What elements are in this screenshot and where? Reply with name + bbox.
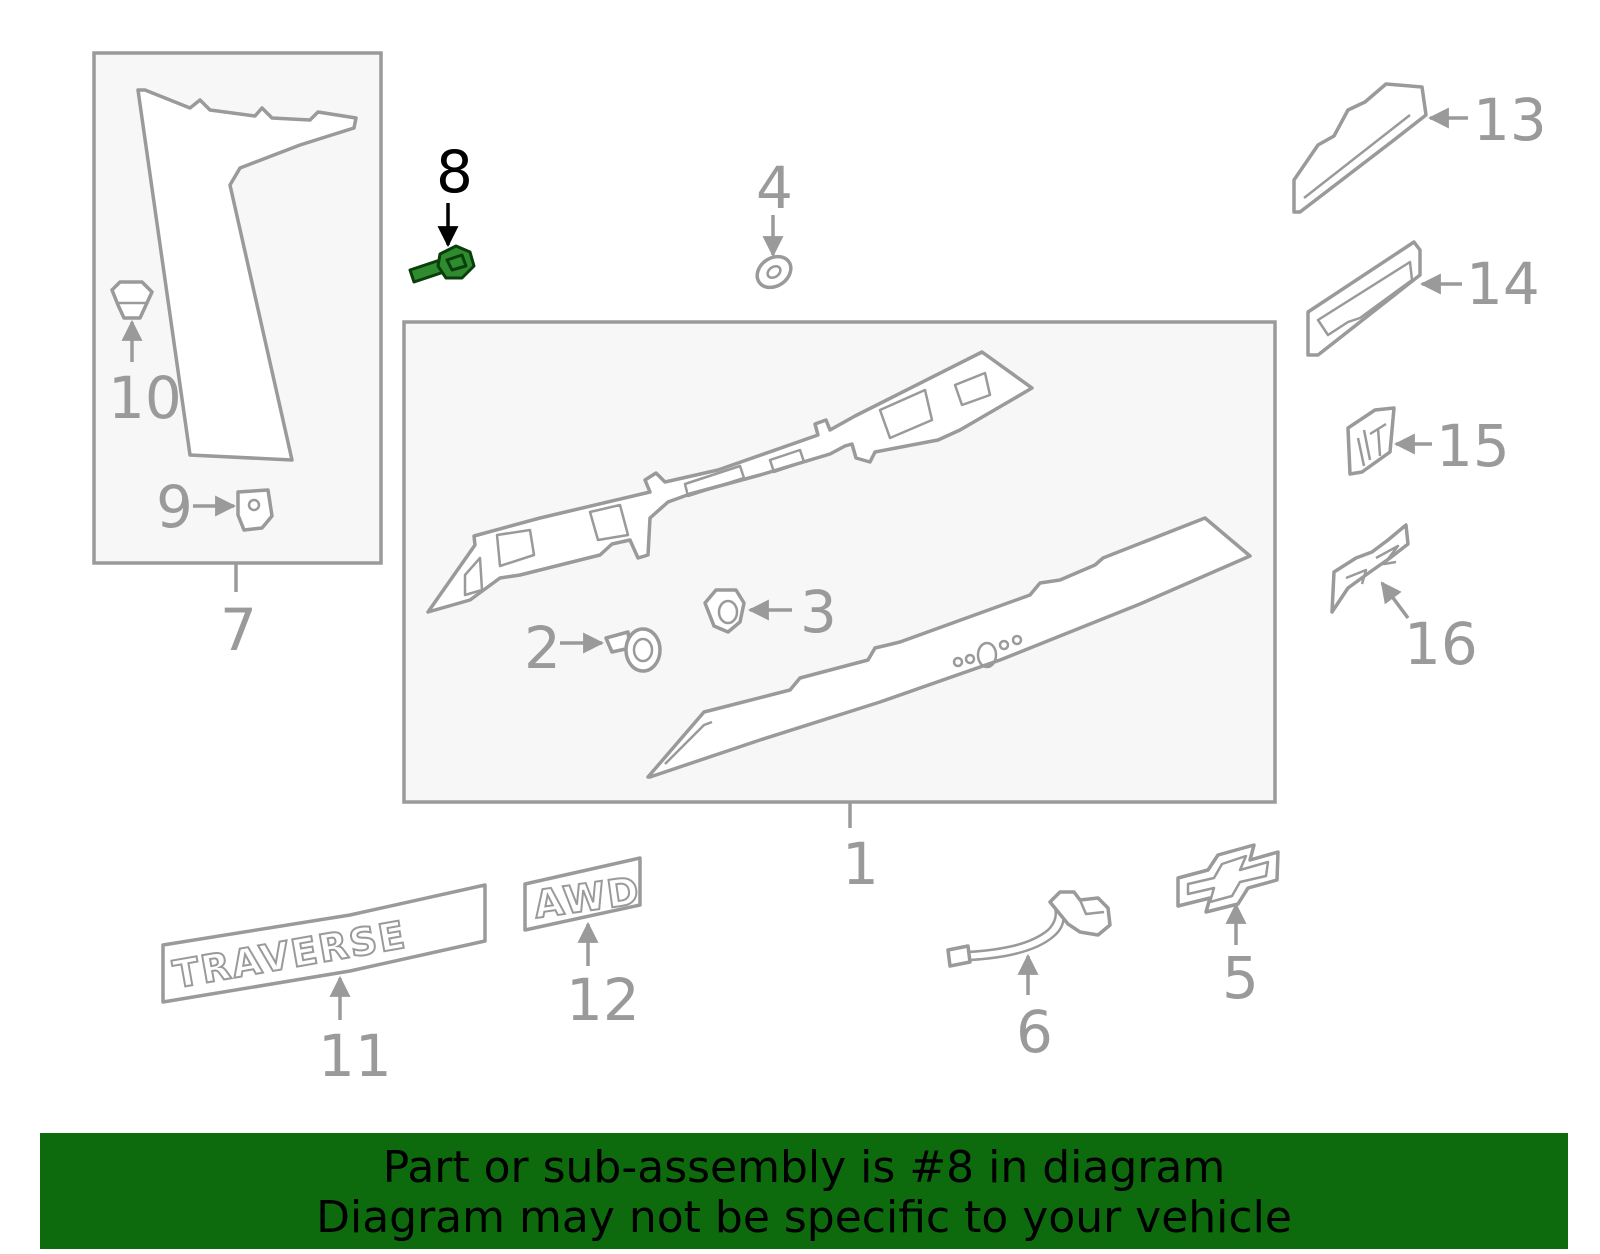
part-13-emblem (1292, 82, 1428, 214)
part-4-washer (755, 254, 793, 290)
bracket-cutout-2 (463, 556, 484, 597)
pillar-trim-panel (136, 88, 358, 462)
part-16-leader (1380, 581, 1410, 620)
callout-4: 4 (756, 154, 793, 222)
part-5-group: 5 (1176, 843, 1280, 1012)
info-banner: Part or sub-assembly is #8 in diagram Di… (40, 1133, 1568, 1249)
callout-15: 15 (1436, 412, 1510, 480)
part-15-group: 15 (1346, 406, 1510, 480)
bracket-slot-2 (768, 448, 806, 474)
callout-9: 9 (156, 473, 193, 541)
callout-6: 6 (1016, 998, 1053, 1066)
part-15-badge (1346, 406, 1396, 476)
part-14-nameplate (1306, 240, 1422, 357)
part-1-group: 2 3 1 (402, 320, 1277, 898)
part-4-washer-hole (766, 265, 782, 279)
applique-hole-3 (998, 639, 1010, 651)
part-16-lettering (1345, 544, 1400, 585)
banner-line-2: Diagram may not be specific to your vehi… (316, 1192, 1292, 1243)
applique-hole-4 (1011, 634, 1023, 646)
part-16-group: 16 (1330, 523, 1478, 678)
part-5-bowtie-emblem (1176, 843, 1280, 914)
applique-hole-1 (952, 656, 964, 668)
part-4-group: 4 (755, 154, 793, 290)
applique-camera-hole (976, 641, 998, 669)
callout-13: 13 (1473, 86, 1547, 154)
part-15-lettering (1356, 422, 1387, 467)
part-2-screw-recess (632, 637, 654, 663)
applique-hole-2 (964, 653, 976, 665)
applique-edge (664, 720, 713, 765)
part-6-connector-left (946, 944, 972, 968)
part-7-group: 10 9 7 (92, 51, 383, 664)
callout-3: 3 (800, 578, 837, 646)
part-16-badge (1330, 523, 1410, 614)
bracket-cutout-1 (495, 528, 536, 568)
callout-5: 5 (1222, 944, 1259, 1012)
callout-7: 7 (220, 596, 257, 664)
part-8-bolt-face (445, 253, 468, 272)
part-6-connector-detail (1078, 899, 1105, 916)
part-14-group: 14 (1306, 240, 1540, 357)
bracket-slot-1 (683, 464, 746, 498)
part-11-group: TRAVERSE 11 (161, 883, 487, 1090)
callout-8: 8 (436, 138, 473, 206)
banner-line-1: Part or sub-assembly is #8 in diagram (382, 1142, 1226, 1193)
part-11-badge-plate (161, 883, 487, 1004)
part-12-group: AWD 12 (523, 856, 644, 1034)
part-13-group: 13 (1292, 82, 1547, 214)
callout-10: 10 (108, 364, 182, 432)
part-10-clip (110, 280, 154, 320)
part-13-edge (1303, 114, 1411, 199)
callout-2: 2 (524, 614, 561, 682)
callout-11: 11 (318, 1022, 392, 1090)
callout-16: 16 (1404, 610, 1478, 678)
part-12-badge-plate (523, 856, 642, 932)
part-14-detail (1316, 260, 1414, 337)
bracket-cutout-3 (588, 503, 630, 542)
part-2-screw-head (624, 627, 662, 673)
part-5-bowtie-inner (1186, 854, 1270, 904)
callout-14: 14 (1466, 250, 1540, 318)
part-9-hole (247, 498, 261, 512)
part-8-group: 8 (408, 138, 476, 284)
bracket-cutout-4 (878, 388, 934, 440)
callout-12: 12 (566, 966, 640, 1034)
part-6-connector-right (1048, 890, 1112, 937)
part-1-lower-applique (646, 516, 1252, 779)
callout-1: 1 (842, 830, 879, 898)
bracket-cutout-5 (953, 371, 992, 407)
part-6-group: 6 (946, 890, 1112, 1066)
part-3-nut-hole (717, 599, 739, 625)
